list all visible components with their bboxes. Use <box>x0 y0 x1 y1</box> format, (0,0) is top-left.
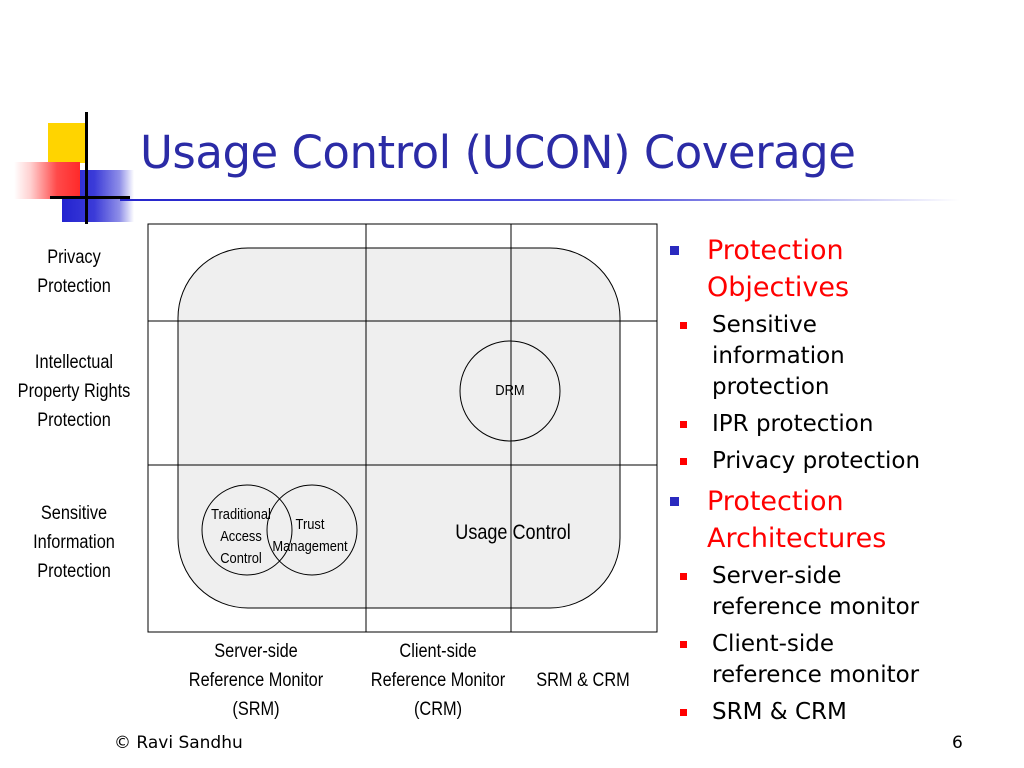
sub-bullet-text-line: IPR protection <box>712 411 874 437</box>
sub-bullet-server-side: Server-side reference monitor <box>629 561 998 623</box>
row-label-line: Protection <box>37 410 111 431</box>
logo-red-square <box>14 162 80 199</box>
footer-author: © Ravi Sandhu <box>114 733 243 753</box>
sub-bullet-text-line: Sensitive <box>712 312 817 338</box>
slide-title: Usage Control (UCON) Coverage <box>140 126 856 179</box>
sub-bullet-privacy: Privacy protection <box>629 446 998 477</box>
usage-control-label: Usage Control <box>455 521 571 544</box>
square-bullet-icon <box>680 573 687 580</box>
sub-bullet-text-line: Privacy protection <box>712 448 921 474</box>
row-label-line: Privacy <box>47 247 101 268</box>
bullet-list: Protection Objectives Sensitive informat… <box>668 232 998 734</box>
square-bullet-icon <box>680 322 687 329</box>
drm-circle <box>459 340 561 442</box>
sub-bullet-ipr: IPR protection <box>629 409 998 440</box>
sub-bullet-text-line: information <box>712 343 845 369</box>
sub-bullet-text-line: Client-side <box>712 631 835 657</box>
sub-bullet-text-line: protection <box>712 374 830 400</box>
trust-management-circle <box>266 484 358 576</box>
sub-bullet-text-line: SRM & CRM <box>712 699 847 725</box>
col-label-line: SRM & CRM <box>536 670 630 691</box>
square-bullet-icon <box>680 458 687 465</box>
bullet-protection-architectures: Protection Architectures <box>668 483 998 557</box>
row-label-line: Information <box>33 532 115 553</box>
row-label-line: Intellectual <box>34 352 114 373</box>
logo-yellow-square <box>48 123 85 163</box>
row-label-line: Protection <box>37 276 111 297</box>
tac-label-line: Traditional <box>211 506 271 523</box>
slide-logo-decoration <box>0 0 150 240</box>
traditional-access-control-label: Traditional Access Control <box>202 504 279 570</box>
sub-bullet-client-side: Client-side reference monitor <box>629 629 998 691</box>
col-label-srm-crm: SRM & CRM <box>514 666 652 695</box>
square-bullet-icon <box>680 641 687 648</box>
bullet-text-line: Objectives <box>707 272 850 303</box>
sub-bullet-srm-crm: SRM & CRM <box>629 697 998 728</box>
bullet-text-line: Architectures <box>707 523 887 554</box>
tac-label-line: Access <box>220 528 262 545</box>
drm-label: DRM <box>495 382 525 399</box>
footer-page-number: 6 <box>952 733 963 753</box>
col-label-crm: Client-side Reference Monitor (CRM) <box>361 637 516 724</box>
bullet-text-line: Protection <box>707 486 844 517</box>
usage-control-region <box>177 247 621 609</box>
row-label-privacy: Privacy Protection <box>10 243 137 301</box>
col-label-line: Server-side <box>214 641 298 662</box>
trust-label-line: Trust <box>295 516 325 533</box>
bullet-protection-objectives: Protection Objectives <box>668 232 998 306</box>
bullet-text-line: Protection <box>707 235 844 266</box>
traditional-access-control-circle <box>201 484 293 576</box>
logo-horizontal-line <box>50 196 130 199</box>
square-bullet-icon <box>670 497 679 506</box>
tac-label-line: Control <box>220 550 262 567</box>
logo-vertical-line <box>85 112 88 224</box>
square-bullet-icon <box>670 246 679 255</box>
sub-bullet-text-line: Server-side <box>712 563 842 589</box>
row-label-line: Property Rights <box>17 381 131 402</box>
col-label-srm: Server-side Reference Monitor (SRM) <box>179 637 334 724</box>
row-label-line: Protection <box>37 561 111 582</box>
title-underline <box>120 199 960 201</box>
col-label-line: Reference Monitor <box>188 670 324 691</box>
col-label-line: Client-side <box>399 641 477 662</box>
row-label-ipr: Intellectual Property Rights Protection <box>10 348 137 435</box>
coverage-grid-frame <box>147 223 658 633</box>
sub-bullet-text-line: reference monitor <box>712 662 920 688</box>
col-label-line: (SRM) <box>232 699 280 720</box>
col-label-line: Reference Monitor <box>370 670 506 691</box>
row-label-sensitive: Sensitive Information Protection <box>10 499 137 586</box>
square-bullet-icon <box>680 421 687 428</box>
col-label-line: (CRM) <box>413 699 463 720</box>
trust-management-label: Trust Management <box>269 514 352 558</box>
trust-label-line: Management <box>272 538 348 555</box>
square-bullet-icon <box>680 709 687 716</box>
sub-bullet-sensitive: Sensitive information protection <box>629 310 998 403</box>
row-label-line: Sensitive <box>40 503 108 524</box>
sub-bullet-text-line: reference monitor <box>712 594 920 620</box>
